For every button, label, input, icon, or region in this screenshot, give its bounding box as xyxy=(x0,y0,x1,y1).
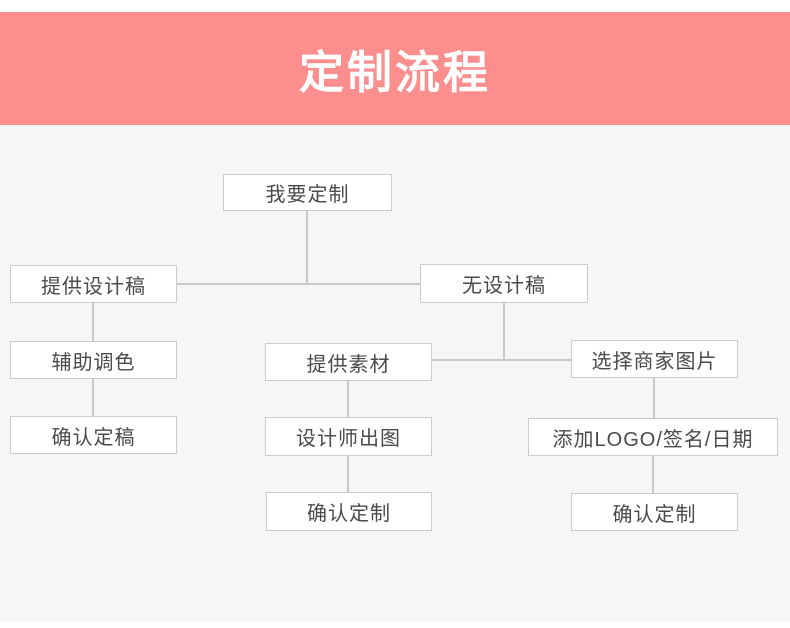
flow-node-no-design-label: 无设计稿 xyxy=(462,275,546,297)
flow-node-assist-color: 辅助调色 xyxy=(10,341,177,379)
flow-node-confirm-draft: 确认定稿 xyxy=(10,416,177,454)
connector-design-to-color xyxy=(92,303,94,341)
flow-node-confirm-draft-label: 确认定稿 xyxy=(51,426,136,449)
flow-node-provide-material: 提供素材 xyxy=(265,343,432,381)
flow-node-no-design: 无设计稿 xyxy=(420,264,588,303)
flow-node-add-logo-signature-date-label: 添加LOGO/签名/日期 xyxy=(552,428,754,451)
connector-merchant-to-logo xyxy=(653,378,655,418)
flow-node-confirm-custom-middle-label: 确认定制 xyxy=(307,503,391,525)
flow-node-assist-color-label: 辅助调色 xyxy=(51,351,136,374)
flow-node-choose-merchant-image-label: 选择商家图片 xyxy=(591,350,718,373)
flow-node-provide-design: 提供设计稿 xyxy=(10,265,177,303)
process-banner: 定制流程 xyxy=(0,12,790,125)
flow-node-start-label: 我要定制 xyxy=(265,184,350,206)
flow-node-designer-output: 设计师出图 xyxy=(265,417,432,456)
flow-node-confirm-custom-right: 确认定制 xyxy=(571,493,738,531)
flow-node-start: 我要定制 xyxy=(223,174,392,211)
connector-designer-to-confirm xyxy=(347,455,349,492)
connector-nodesign-down xyxy=(503,303,505,360)
flow-node-provide-material-label: 提供素材 xyxy=(306,353,391,376)
flow-node-confirm-custom-right-label: 确认定制 xyxy=(612,503,697,526)
connector-start-down xyxy=(306,211,308,284)
flow-node-provide-design-label: 提供设计稿 xyxy=(41,275,146,298)
connector-branch-design xyxy=(177,283,420,285)
page-title: 定制流程 xyxy=(298,47,491,98)
connector-color-to-draft xyxy=(92,379,94,416)
flowchart-canvas: 我要定制 提供设计稿 无设计稿 辅助调色 确认定稿 提供素材 选择商家图片 设计… xyxy=(0,125,790,622)
flow-node-add-logo-signature-date: 添加LOGO/签名/日期 xyxy=(528,418,778,456)
flow-node-choose-merchant-image: 选择商家图片 xyxy=(571,340,738,378)
flow-node-confirm-custom-middle: 确认定制 xyxy=(266,492,432,531)
connector-branch-material xyxy=(432,359,571,361)
connector-logo-to-confirm xyxy=(652,456,654,493)
connector-material-to-designer xyxy=(347,381,349,418)
flow-node-designer-output-label: 设计师出图 xyxy=(296,428,401,450)
